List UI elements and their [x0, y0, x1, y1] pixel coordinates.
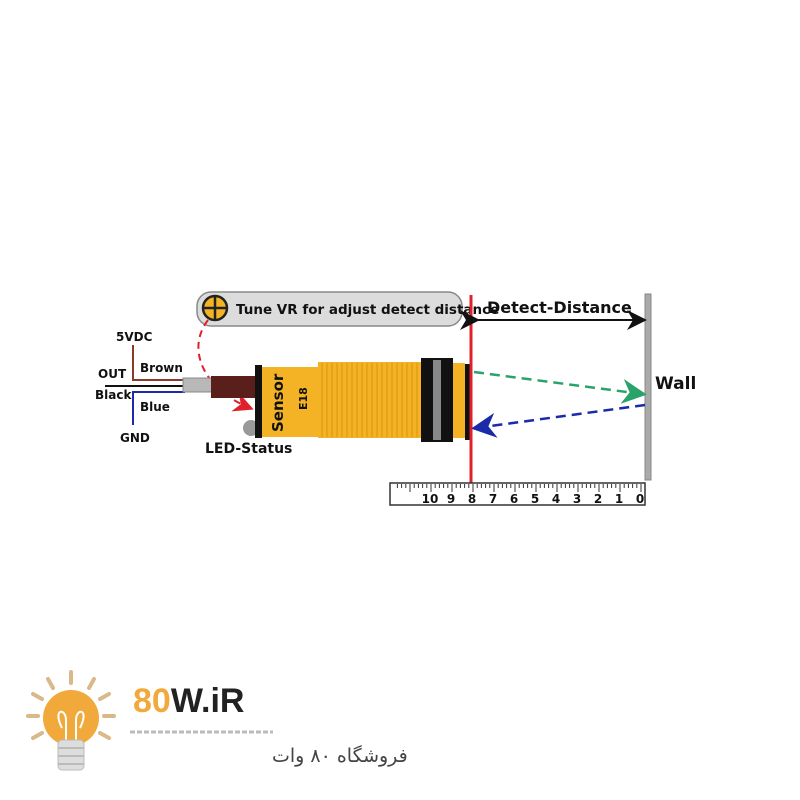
ruler-tick-label: 10	[422, 492, 439, 506]
svg-text:80W.iR: 80W.iR	[133, 682, 245, 720]
lightbulb-icon	[26, 670, 116, 771]
logo-brand-rest: W.iR	[171, 682, 245, 720]
potentiometer-icon	[201, 294, 229, 322]
ruler-tick-label: 6	[510, 492, 518, 506]
logo-brand-accent: 80	[133, 682, 171, 720]
tune-note-bubble: Tune VR for adjust detect distance	[196, 291, 499, 327]
ruler-tick-label: 1	[615, 492, 623, 506]
wall-label: Wall	[655, 374, 696, 394]
emitted-ray	[473, 370, 647, 404]
ruler-tick-label: 3	[573, 492, 581, 506]
ruler-tick-label: 7	[489, 492, 497, 506]
reflected-ray	[471, 403, 646, 438]
wire-5vdc-label: 5VDC	[116, 330, 153, 344]
ruler-tick-label: 4	[552, 492, 560, 506]
logo-tagline: فروشگاه ۸۰ وات	[272, 744, 408, 767]
tune-note-text: Tune VR for adjust detect distance	[236, 302, 499, 318]
e18-sensor: Sensor E18	[182, 358, 472, 442]
wire-brown-label: Brown	[140, 361, 183, 375]
detect-distance-label: Detect-Distance	[487, 298, 632, 317]
wire-gnd-label: GND	[120, 431, 150, 445]
wire-blue-label: Blue	[140, 400, 170, 414]
wire-out-label: OUT	[98, 367, 127, 381]
wire-black-label: Black	[95, 388, 132, 402]
sensor-thread	[318, 362, 421, 438]
sensor-label: Sensor	[269, 373, 287, 432]
ruler-tick-label: 0	[636, 492, 644, 506]
led-status-label: LED-Status	[205, 441, 292, 457]
ruler-tick-label: 2	[594, 492, 602, 506]
ruler-tick-label: 9	[447, 492, 455, 506]
sensor-model: E18	[297, 387, 310, 410]
tune-pointer-arrow	[197, 319, 254, 412]
wiring: 5VDC Brown OUT Black Blue GND	[95, 330, 185, 445]
wall	[644, 293, 652, 481]
ruler-tick-label: 5	[531, 492, 539, 506]
store-logo: 80W.iR فروشگاه ۸۰ وات	[26, 670, 408, 771]
ruler-tick-label: 8	[468, 492, 476, 506]
